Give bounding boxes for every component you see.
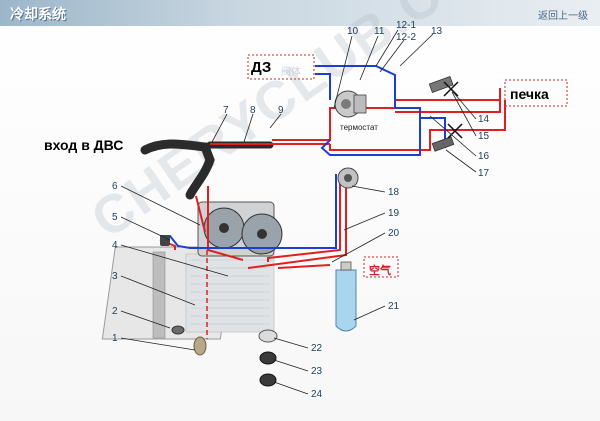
radiator [101,246,275,340]
label-air: 空气 [369,265,391,277]
air-box [363,256,399,278]
callout-22: 22 [311,343,323,354]
callout-10: 10 [347,26,359,37]
callout-18: 18 [388,187,400,198]
fan-assembly [197,201,283,257]
callout-5: 5 [112,212,118,223]
label-pechka: печка [510,86,549,102]
label-dz: ДЗ [251,59,272,76]
callout-numbers: 1 2 3 4 5 6 7 8 9 10 11 12-1 12-2 13 14 … [112,20,490,400]
callout-16: 16 [478,151,490,162]
upper-hose [140,139,215,200]
callout-24: 24 [311,389,323,400]
callout-14: 14 [478,114,490,125]
header-bar: 冷却系统 返回上一级 [0,0,600,26]
heater-valves [428,75,463,152]
leader-lines [120,29,477,395]
callout-21: 21 [388,301,400,312]
callout-13: 13 [431,26,443,37]
small-parts [160,236,278,387]
expansion-tank [335,261,357,332]
callout-9: 9 [278,105,284,116]
thermostat-housing [334,90,367,118]
callout-7: 7 [223,105,229,116]
callout-11: 11 [374,26,385,37]
callout-4: 4 [112,240,118,251]
page-title: 冷却系统 [10,7,66,23]
label-thermostat: термостат [340,123,378,132]
callout-8: 8 [250,105,256,116]
callout-6: 6 [112,181,118,192]
callout-12-2: 12-2 [396,32,416,43]
callout-12-1: 12-1 [396,20,416,31]
label-engine-inlet: вход в ДВС [44,137,124,153]
callout-19: 19 [388,208,400,219]
label-dz-cn: 阀体 [281,67,301,78]
callout-3: 3 [112,271,118,282]
callout-2: 2 [112,306,118,317]
annotation-boxes [247,54,568,278]
callout-1: 1 [112,333,118,344]
callout-23: 23 [311,366,323,377]
back-link[interactable]: 返回上一级 [538,11,588,22]
dz-box [247,54,315,80]
callout-15: 15 [478,131,490,142]
callout-17: 17 [478,168,490,179]
coolant-pump [337,167,359,189]
callout-20: 20 [388,228,400,239]
